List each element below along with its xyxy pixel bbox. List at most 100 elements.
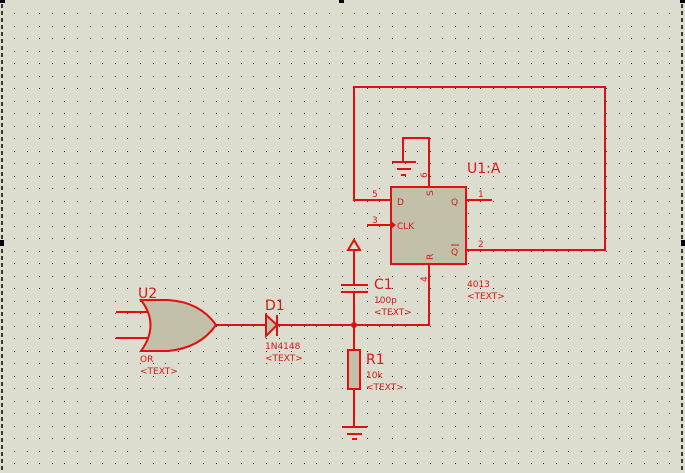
grid-dot [52, 438, 53, 439]
grid-dot [543, 13, 544, 14]
grid-dot [468, 288, 469, 289]
grid-dot [216, 438, 217, 439]
grid-dot [342, 163, 343, 164]
grid-dot [27, 26, 28, 27]
grid-dot [329, 51, 330, 52]
grid-dot [606, 76, 607, 77]
grid-dot [304, 201, 305, 202]
wire-reset[interactable] [354, 264, 430, 326]
grid-dot [405, 126, 406, 127]
u1-flip-flop[interactable]: D Q CLK Q S R 5 3 1 2 6 4 U1:A 4013 <TEX… [372, 161, 505, 302]
grid-dot [291, 313, 292, 314]
grid-dot [64, 213, 65, 214]
grid-dot [279, 163, 280, 164]
grid-dot [102, 51, 103, 52]
grid-dot [417, 363, 418, 364]
grid-dot [631, 63, 632, 64]
grid-dot [568, 138, 569, 139]
grid-dot [102, 338, 103, 339]
grid-dot [153, 413, 154, 414]
grid-dot [291, 376, 292, 377]
grid-dot [367, 188, 368, 189]
grid-dot [64, 276, 65, 277]
grid-dot [644, 351, 645, 352]
grid-dot [644, 176, 645, 177]
grid-dot [631, 463, 632, 464]
grid-dot [165, 388, 166, 389]
grid-dot [291, 151, 292, 152]
grid-dot [266, 451, 267, 452]
grid-dot [480, 101, 481, 102]
grid-dot [228, 363, 229, 364]
grid-dot [27, 363, 28, 364]
grid-dot [518, 376, 519, 377]
grid-dot [505, 251, 506, 252]
grid-dot [619, 463, 620, 464]
grid-dot [329, 38, 330, 39]
grid-dot [669, 238, 670, 239]
grid-dot [153, 38, 154, 39]
corner-handle-tl[interactable] [0, 0, 5, 3]
grid-dot [455, 76, 456, 77]
grid-dot [27, 13, 28, 14]
grid-dot [279, 76, 280, 77]
grid-dot [203, 101, 204, 102]
grid-dot [556, 126, 557, 127]
grid-dot [644, 126, 645, 127]
grid-dot [480, 451, 481, 452]
grid-dot [291, 63, 292, 64]
grid-dot [228, 288, 229, 289]
edge-handle-right[interactable] [681, 240, 685, 246]
grid-dot [127, 301, 128, 302]
grid-dot [493, 376, 494, 377]
grid-dot [115, 238, 116, 239]
grid-dot [228, 101, 229, 102]
grid-dot [644, 151, 645, 152]
grid-dot [52, 113, 53, 114]
wire-feedback[interactable] [353, 86, 606, 251]
grid-dot [493, 76, 494, 77]
power-terminal-icon[interactable] [346, 238, 362, 251]
grid-dot [518, 76, 519, 77]
grid-dot [14, 213, 15, 214]
grid-dot [241, 238, 242, 239]
grid-dot [253, 76, 254, 77]
grid-dot [468, 338, 469, 339]
grid-dot [669, 63, 670, 64]
capacitor-c1[interactable]: C1 100p <TEXT> [341, 277, 412, 318]
grid-dot [493, 451, 494, 452]
or-gate-u2[interactable]: U2 OR <TEXT> [138, 286, 218, 377]
edge-handle-top[interactable] [339, 0, 344, 3]
wire-set-ground[interactable] [402, 137, 430, 187]
grid-dot [568, 376, 569, 377]
grid-dot [127, 138, 128, 139]
grid-dot [594, 276, 595, 277]
grid-dot [581, 201, 582, 202]
edge-handle-left[interactable] [0, 240, 4, 246]
grid-dot [329, 113, 330, 114]
grid-dot [115, 101, 116, 102]
grid-dot [291, 163, 292, 164]
grid-dot [468, 63, 469, 64]
grid-dot [342, 101, 343, 102]
grid-dot [266, 226, 267, 227]
grid-dot [77, 388, 78, 389]
grid-dot [594, 163, 595, 164]
grid-dot [266, 213, 267, 214]
grid-dot [518, 451, 519, 452]
grid-dot [52, 138, 53, 139]
grid-dot [518, 13, 519, 14]
resistor-r1[interactable]: R1 10k <TEXT> [347, 349, 404, 393]
grid-dot [253, 26, 254, 27]
diode-d1[interactable]: D1 1N4148 <TEXT> [265, 298, 303, 364]
grid-dot [657, 63, 658, 64]
grid-dot [253, 163, 254, 164]
grid-dot [140, 126, 141, 127]
grid-dot [216, 101, 217, 102]
grid-dot [14, 326, 15, 327]
grid-dot [115, 126, 116, 127]
corner-handle-tr[interactable] [680, 0, 685, 3]
grid-dot [165, 463, 166, 464]
grid-dot [153, 51, 154, 52]
